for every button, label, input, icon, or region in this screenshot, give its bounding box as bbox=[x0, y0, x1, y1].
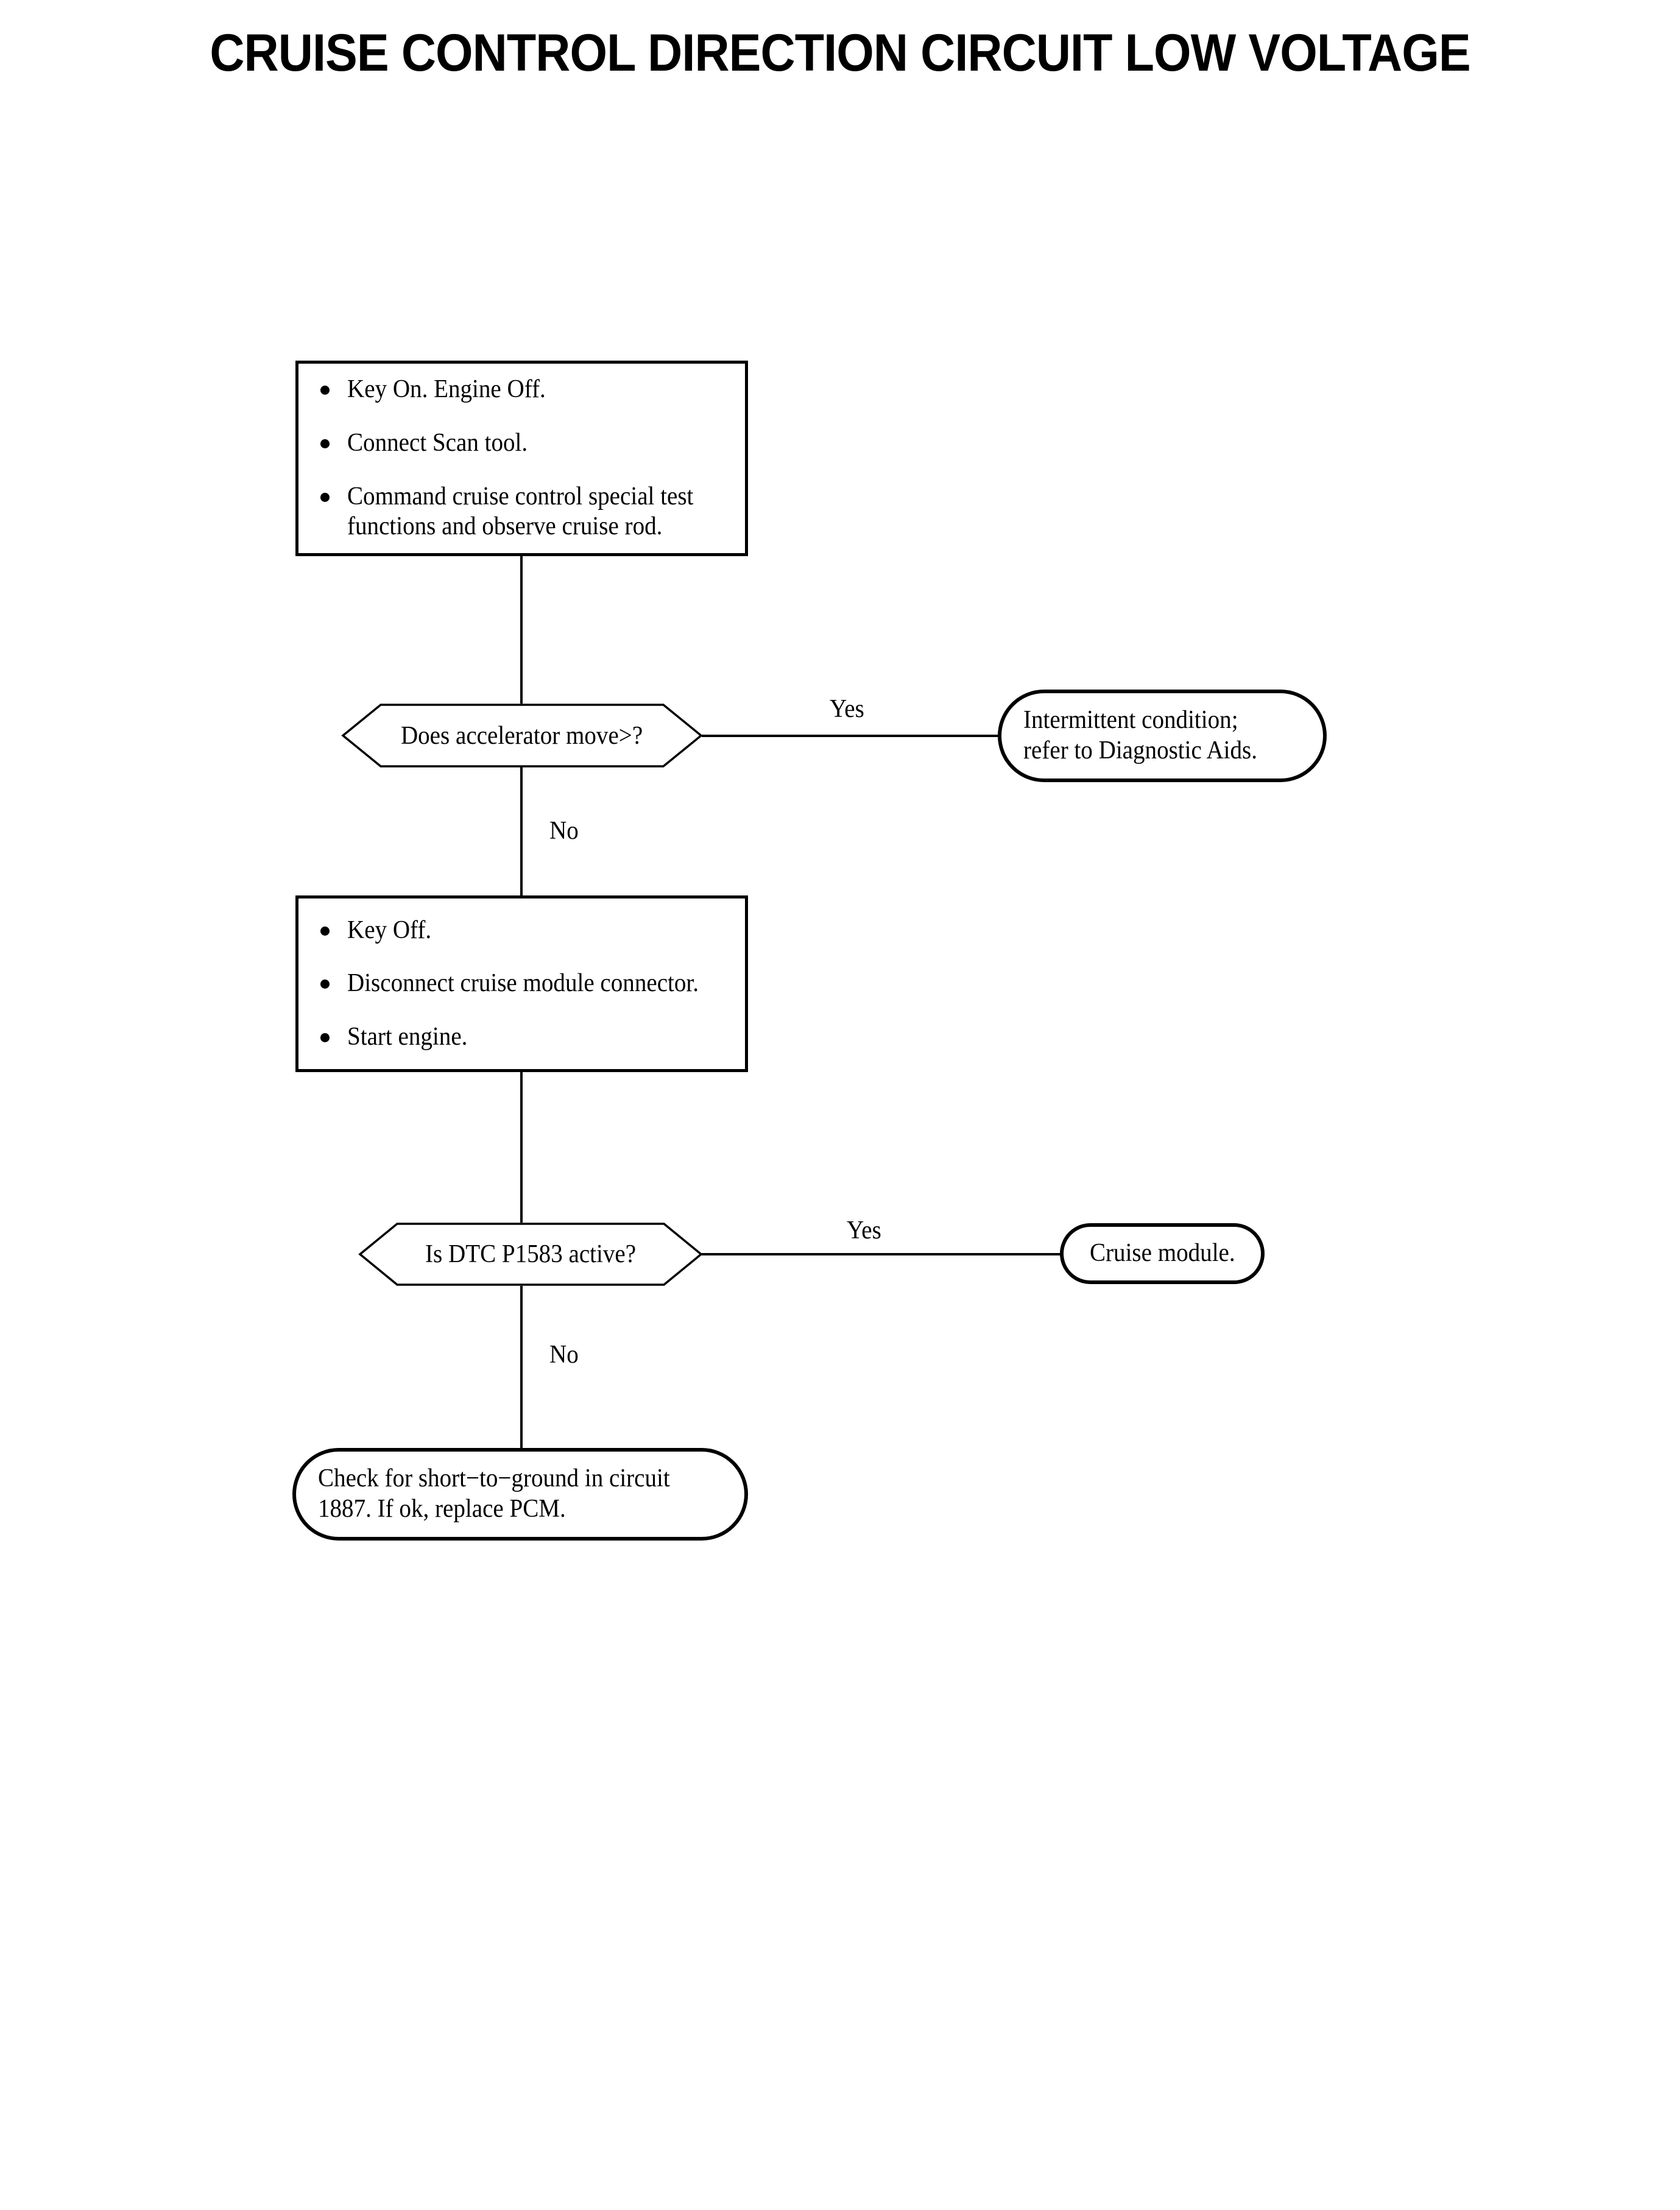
terminator-text: Cruise module. bbox=[1089, 1239, 1235, 1268]
bullet-text: Connect Scan tool. bbox=[347, 428, 528, 457]
bullet-dot-icon bbox=[320, 439, 330, 448]
decision-label-wrap: Is DTC P1583 active? bbox=[359, 1223, 702, 1286]
edge-label-decision2-yes: Yes bbox=[847, 1216, 881, 1244]
process-box-step1: Key On. Engine Off. Connect Scan tool. C… bbox=[295, 361, 748, 556]
bullet-text: Command cruise control special test func… bbox=[347, 482, 694, 541]
list-item: Disconnect cruise module connector. bbox=[298, 969, 745, 999]
connector-decision1-no bbox=[520, 766, 523, 895]
decision-label-wrap: Does accelerator move>? bbox=[342, 704, 702, 768]
connector-step1-to-decision1 bbox=[520, 556, 523, 705]
bullet-dot-icon bbox=[320, 492, 330, 502]
bullet-dot-icon bbox=[320, 1033, 330, 1042]
process-box-step2: Key Off. Disconnect cruise module connec… bbox=[295, 895, 748, 1072]
bullet-text: Key On. Engine Off. bbox=[347, 375, 546, 404]
decision-accelerator-move: Does accelerator move>? bbox=[341, 704, 703, 768]
list-item: Command cruise control special test func… bbox=[298, 482, 745, 542]
terminator-intermittent-condition: Intermittent condition; refer to Diagnos… bbox=[998, 690, 1327, 782]
page-title: CRUISE CONTROL DIRECTION CIRCUIT LOW VOL… bbox=[210, 24, 1470, 82]
decision-dtc-p1583-active: Is DTC P1583 active? bbox=[358, 1223, 703, 1286]
list-item: Connect Scan tool. bbox=[298, 428, 745, 459]
connector-decision1-yes bbox=[702, 735, 999, 737]
terminator-check-short-to-ground: Check for short−to−ground in circuit 188… bbox=[292, 1448, 748, 1541]
connector-decision2-no bbox=[520, 1286, 523, 1449]
decision-hexagon-shape bbox=[341, 704, 703, 768]
bullet-dot-icon bbox=[320, 386, 330, 395]
terminator-cruise-module: Cruise module. bbox=[1060, 1223, 1265, 1284]
connector-decision2-yes bbox=[702, 1253, 1061, 1255]
edge-label-decision2-no: No bbox=[549, 1341, 579, 1369]
bullet-list-step2: Key Off. Disconnect cruise module connec… bbox=[298, 916, 745, 1053]
decision-label: Does accelerator move>? bbox=[401, 721, 643, 750]
bullet-text: Disconnect cruise module connector. bbox=[347, 969, 699, 998]
connector-step2-to-decision2 bbox=[520, 1072, 523, 1224]
list-item: Key Off. bbox=[298, 916, 745, 946]
bullet-dot-icon bbox=[320, 980, 330, 989]
decision-hexagon-shape bbox=[358, 1223, 703, 1286]
terminator-text: Intermittent condition; refer to Diagnos… bbox=[1023, 706, 1258, 764]
edge-label-decision1-yes: Yes bbox=[830, 695, 864, 723]
decision-label: Is DTC P1583 active? bbox=[425, 1240, 637, 1268]
bullet-list-step1: Key On. Engine Off. Connect Scan tool. C… bbox=[298, 375, 745, 542]
bullet-text: Key Off. bbox=[347, 916, 432, 944]
list-item: Key On. Engine Off. bbox=[298, 375, 745, 405]
bullet-text: Start engine. bbox=[347, 1022, 468, 1051]
terminator-text: Check for short−to−ground in circuit 188… bbox=[318, 1464, 670, 1523]
bullet-dot-icon bbox=[320, 926, 330, 936]
list-item: Start engine. bbox=[298, 1022, 745, 1053]
edge-label-decision1-no: No bbox=[549, 817, 579, 845]
